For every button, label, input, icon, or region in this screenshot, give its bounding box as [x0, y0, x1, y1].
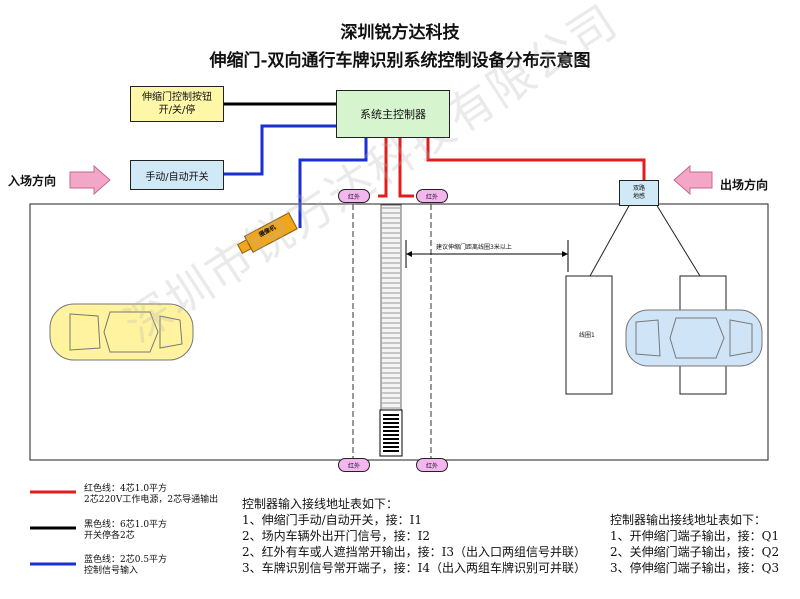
gate-head-bar [383, 434, 399, 436]
car-blue [625, 309, 763, 367]
input-table-row: 2、场内车辆外出开门信号，接：I2 [242, 529, 431, 543]
gate-button-box: 伸缩门控制按钮 开/关/停 [130, 86, 224, 122]
gate-head-bar [383, 438, 399, 440]
input-table-title: 控制器输入接线地址表如下： [242, 497, 399, 511]
loop-coil-1 [565, 275, 613, 395]
red-wire-ir-left [378, 138, 388, 198]
ir-sensor-top-left: 红外 [338, 189, 370, 203]
entry-direction-label: 入场方向 [8, 174, 57, 188]
gate-head-bar [383, 418, 399, 420]
camera [236, 212, 298, 255]
red-wire-ir-right [398, 138, 414, 198]
gate-head-bar [383, 442, 399, 444]
entry-arrow-icon [69, 164, 111, 196]
exit-direction-label: 出场方向 [720, 178, 769, 192]
gate-head-bar [383, 422, 399, 424]
output-table-row: 2、关伸缩门端子输出，接：Q2 [610, 545, 780, 559]
red-wire-loop [426, 138, 646, 180]
exit-arrow-icon [673, 164, 713, 196]
gate-head-bar [383, 446, 399, 448]
output-table-title: 控制器输出接线地址表如下： [610, 513, 767, 527]
blue-wire-switch [222, 124, 336, 176]
gate-head-bar [383, 450, 399, 452]
input-address-table: 控制器输入接线地址表如下： 1、伸缩门手动/自动开关，接：I1 2、场内车辆外出… [242, 496, 592, 576]
distance-note: 建议伸缩门距离线圈3米以上 [436, 244, 512, 251]
distance-arrow [405, 240, 569, 272]
retractable-gate [379, 204, 403, 457]
input-table-row: 3、车牌识别信号常开端子，接：I4（出入两组车牌识别可并联） [242, 561, 587, 575]
gate-head-bar [383, 414, 399, 416]
mode-switch-box: 手动/自动开关 [130, 160, 224, 190]
title-company: 深圳锐方达科技 [340, 23, 460, 43]
output-table-row: 3、停伸缩门端子输出，接：Q3 [610, 561, 780, 575]
legend-black: 黑色线：6芯1.0平方 开关停各2芯 [84, 520, 168, 541]
input-table-row: 1、伸缩门手动/自动开关，接：I1 [242, 513, 423, 527]
loop-coil-label: 线圈1 [579, 332, 595, 339]
output-table-row: 1、开伸缩门端子输出，接：Q1 [610, 529, 780, 543]
gate-head-bar [383, 426, 399, 428]
input-table-row: 2、红外有车或人遮挡常开输出，接：I3（出入口两组信号并联） [242, 545, 587, 559]
main-controller-box: 系统主控制器 [336, 90, 450, 138]
output-address-table: 控制器输出接线地址表如下： 1、开伸缩门端子输出，接：Q1 2、关伸缩门端子输出… [610, 512, 796, 576]
loop-detector-box: 双路 地感 [619, 180, 659, 206]
diagram-title: 伸缩门-双向通行车牌识别系统控制设备分布示意图 [209, 51, 591, 71]
gate-head-bar [383, 430, 399, 432]
car-yellow [49, 303, 194, 361]
site-area [29, 203, 769, 461]
legend-blue: 蓝色线：2芯0.5平方 控制信号输入 [84, 555, 168, 576]
ir-sensor-bottom-left: 红外 [338, 458, 370, 472]
legend-red: 红色线：4芯1.0平方 2芯220V工作电源，2芯导通输出 [84, 484, 219, 505]
blue-wire-camera [298, 138, 368, 228]
ir-sensor-bottom-right: 红外 [416, 458, 448, 472]
ir-sensor-top-right: 红外 [416, 189, 448, 203]
